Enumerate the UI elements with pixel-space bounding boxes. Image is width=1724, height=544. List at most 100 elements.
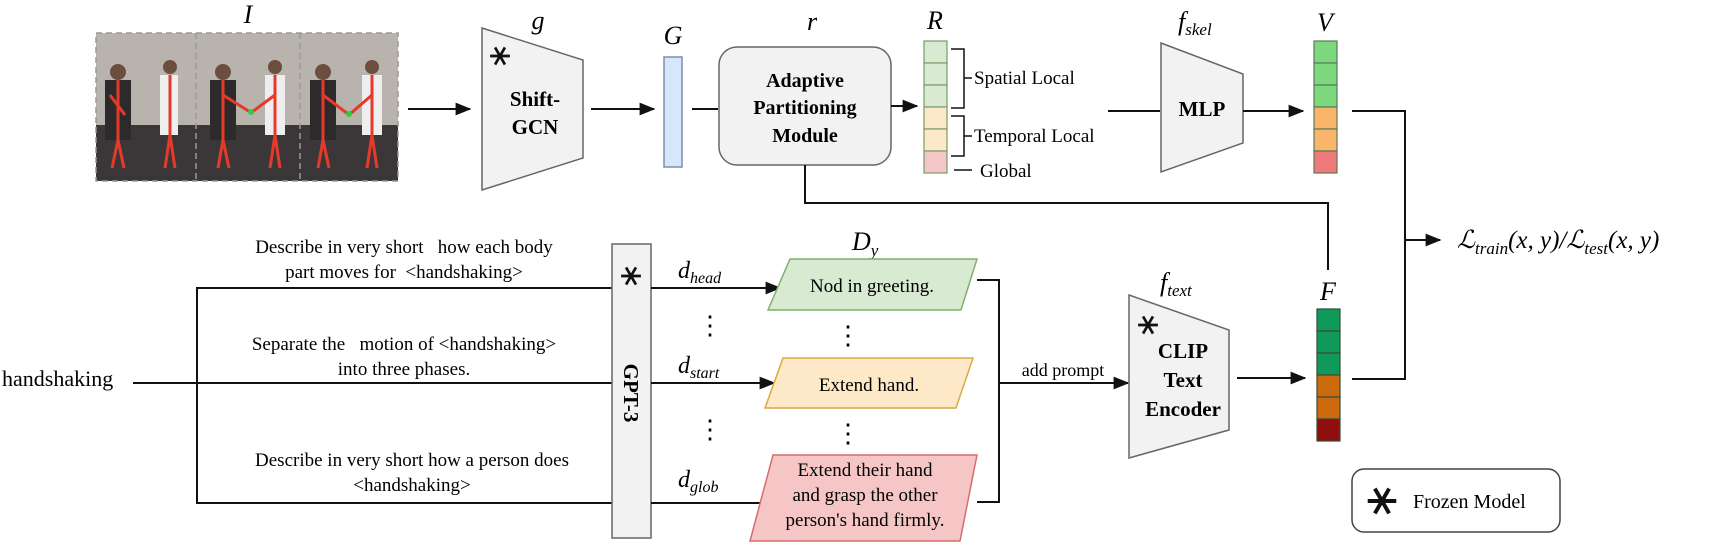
add-prompt-label: add prompt: [1022, 360, 1105, 380]
desc-glob-line1: Extend their hand: [797, 460, 933, 481]
stackF-cell: [1316, 330, 1341, 354]
mlp-trapezoid: [1160, 41, 1244, 174]
line-branch-bottom: [196, 383, 612, 504]
loss-slash: /: [1557, 227, 1568, 254]
loss-L2: ℒ: [1566, 227, 1585, 254]
stackF-cell: [1316, 396, 1341, 420]
legend-box: [1351, 468, 1561, 533]
d-start-label: dstart: [678, 353, 720, 382]
loss-train-sub: train: [1475, 239, 1508, 258]
skeleton-image-strip: [95, 32, 399, 182]
stackR-cell: [923, 40, 948, 64]
stackF-cell: [1316, 352, 1341, 376]
spatial-local-label: Spatial Local: [974, 68, 1075, 89]
desc-head-box: [766, 258, 979, 311]
mlp-f-label: fskel: [1178, 7, 1212, 39]
mlp-f: f: [1178, 7, 1189, 36]
d-glob-sub: glob: [690, 479, 718, 496]
text-encoder-f: f: [1160, 268, 1171, 297]
loss-formula: ℒtrain(x, y)/ℒtest(x, y): [1457, 227, 1659, 258]
stackV-cell: [1313, 40, 1338, 64]
stackR-cell: [923, 106, 948, 130]
d-glob-d: d: [678, 467, 691, 493]
descriptions-D: D: [851, 227, 871, 256]
prompt-phases-line1: Separate the motion of <handshaking>: [252, 334, 556, 355]
prompt-body-part-line1: Describe in very short how each body: [255, 237, 553, 258]
action-label: handshaking: [2, 366, 113, 391]
stack-F-label: F: [1319, 277, 1337, 306]
stackV-cell: [1313, 84, 1338, 108]
stack-R: [923, 40, 948, 174]
desc-head-text: Nod in greeting.: [810, 276, 934, 297]
global-label: Global: [980, 161, 1032, 182]
stackF-cell: [1316, 418, 1341, 442]
temporal-local-label: Temporal Local: [974, 126, 1095, 147]
stack-V-label: V: [1317, 8, 1336, 37]
desc-glob-box: [749, 454, 978, 542]
dots-left-1: ⋮: [697, 311, 723, 340]
clip-text-encoder-trapezoid: [1128, 293, 1230, 459]
clip-line2: Text: [1164, 368, 1203, 392]
stack-R-label: R: [926, 6, 943, 35]
spatial-bracket: [951, 48, 972, 109]
mlp-sub: skel: [1185, 20, 1212, 39]
loss-args2: (x, y): [1608, 227, 1659, 254]
d-head-d: d: [678, 258, 691, 284]
dots-left-2: ⋮: [697, 415, 723, 444]
partition-r-label: r: [807, 7, 818, 36]
stackF-cell: [1316, 308, 1341, 332]
stackV-cell: [1313, 150, 1338, 174]
line-branch-top: [196, 287, 612, 383]
feature-G-label: G: [664, 21, 683, 50]
partition-line1: Adaptive: [766, 70, 844, 92]
prompt-global-line2: <handshaking>: [353, 475, 470, 496]
d-head-sub: head: [690, 270, 722, 287]
partition-line3: Module: [772, 125, 838, 147]
legend-text: Frozen Model: [1413, 491, 1526, 513]
encoder-g-label: g: [532, 6, 545, 35]
desc-glob-line3: person's hand firmly.: [786, 510, 945, 531]
desc-glob-line2: and grasp the other: [792, 485, 938, 506]
stackV-cell: [1313, 62, 1338, 86]
d-glob-label: dglob: [678, 467, 718, 496]
loss-L1: ℒ: [1457, 227, 1476, 254]
shift-gcn-trapezoid: [481, 26, 584, 192]
loss-test-sub: test: [1584, 239, 1609, 258]
desc-start-text: Extend hand.: [819, 375, 919, 396]
shift-gcn-line2: GCN: [512, 115, 559, 139]
clip-line1: CLIP: [1158, 339, 1208, 363]
stackR-cell: [923, 150, 948, 174]
desc-bracket: [977, 279, 1000, 503]
gpt3-block: [611, 243, 652, 539]
stackF-cell: [1316, 374, 1341, 398]
prompt-phases-line2: into three phases.: [338, 359, 470, 380]
temporal-bracket: [951, 115, 972, 157]
stack-V: [1313, 40, 1338, 174]
d-start-sub: start: [690, 365, 720, 382]
d-head-label: dhead: [678, 258, 722, 287]
stackR-cell: [923, 62, 948, 86]
text-encoder-f-label: ftext: [1160, 268, 1193, 300]
stack-F: [1316, 308, 1341, 442]
desc-start-box: [763, 357, 975, 409]
line-partition-to-F: [804, 165, 1329, 270]
gpt3-label: GPT-3: [619, 364, 643, 423]
d-start-d: d: [678, 353, 691, 379]
stackV-cell: [1313, 106, 1338, 130]
stackV-cell: [1313, 128, 1338, 152]
dots-right-1: ⋮: [835, 321, 861, 350]
line-V-to-merge: [1352, 110, 1406, 380]
clip-line3: Encoder: [1145, 397, 1221, 421]
partition-line2: Partitioning: [753, 97, 856, 119]
shift-gcn-line1: Shift-: [510, 87, 560, 111]
mlp-text: MLP: [1179, 97, 1226, 121]
descriptions-sub: y: [869, 241, 879, 260]
image-label: I: [243, 0, 254, 29]
dots-right-2: ⋮: [835, 419, 861, 448]
stackR-cell: [923, 84, 948, 108]
stackR-cell: [923, 128, 948, 152]
text-encoder-sub: text: [1167, 281, 1193, 300]
descriptions-label: Dy: [851, 227, 879, 260]
